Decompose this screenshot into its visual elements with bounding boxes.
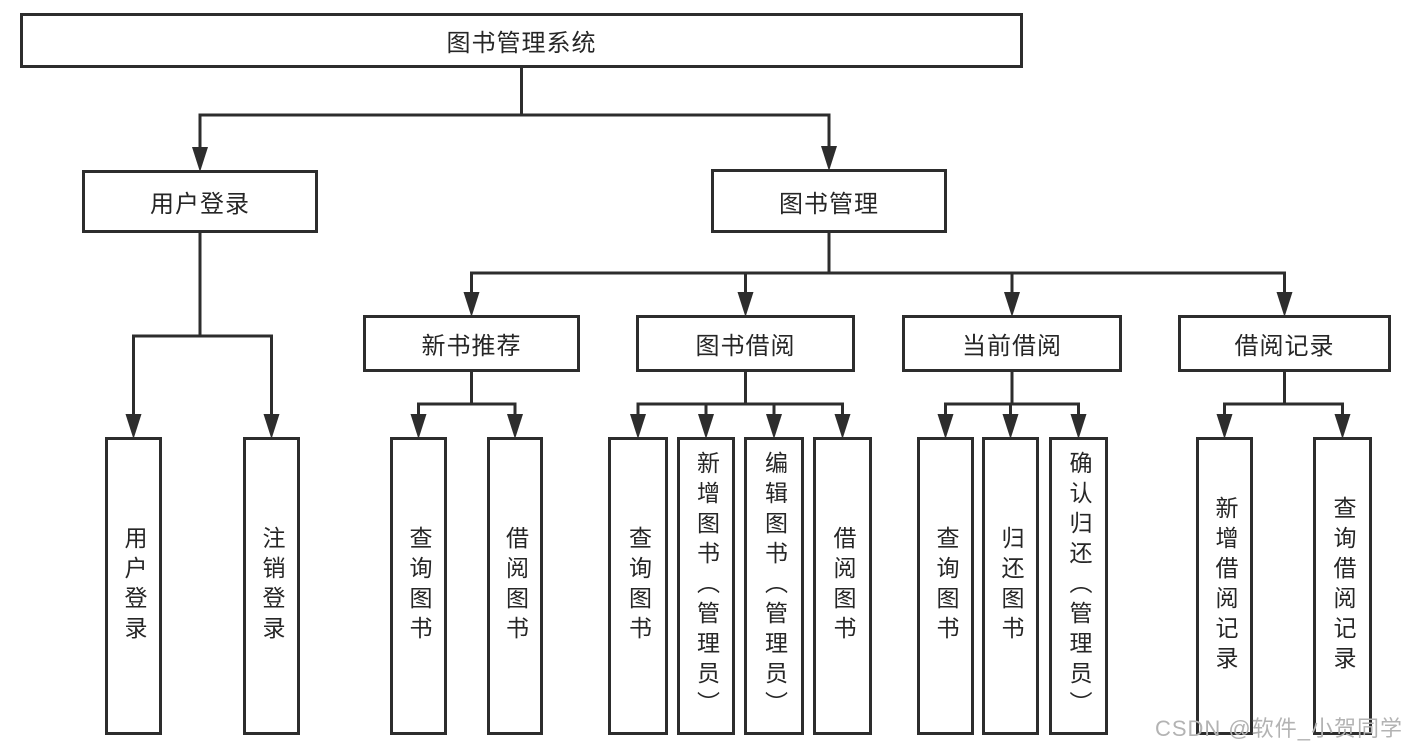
node-label-book-management: 图书管理 [779,190,879,218]
node-leaf-bb-edit-books: 编辑图书（管理员） [744,437,804,735]
arrowhead-down [821,146,837,171]
node-leaf-logout: 注销登录 [243,437,300,735]
arrowhead-down [1002,414,1019,439]
node-label-leaf-logout: 注销登录 [259,526,285,646]
arrowhead-down [192,147,208,172]
node-label-leaf-cb-confirm-return: 确认归还（管理员） [1066,451,1092,721]
node-label-leaf-cb-return-books: 归还图书 [998,526,1024,646]
node-label-leaf-user-login: 用户登录 [121,526,147,646]
arrowhead-down [737,292,754,317]
node-leaf-cb-confirm-return: 确认归还（管理员） [1049,437,1108,735]
arrowhead-down [507,414,523,439]
arrowhead-down [1070,414,1087,439]
arrowhead-down [698,414,714,439]
node-leaf-nbr-query-books: 查询图书 [390,437,447,735]
node-label-current-borrowing: 当前借阅 [962,333,1062,360]
node-label-leaf-bb-borrow-books: 借阅图书 [830,526,856,646]
arrowhead-down [1276,292,1293,317]
node-label-leaf-bb-add-books: 新增图书（管理员） [693,451,720,721]
node-book-borrowing: 图书借阅 [636,315,855,372]
node-leaf-bb-query-books: 查询图书 [608,437,668,735]
arrowhead-down [1334,414,1351,439]
node-label-new-book-recommend: 新书推荐 [421,333,522,360]
arrowhead-down [630,414,646,439]
node-leaf-cb-return-books: 归还图书 [982,437,1039,735]
node-label-leaf-bb-edit-books: 编辑图书（管理员） [761,451,788,721]
node-root: 图书管理系统 [20,13,1023,68]
node-label-leaf-nbr-query-books: 查询图书 [406,526,432,646]
arrowhead-down [766,414,782,439]
arrowhead-down [1216,414,1233,439]
node-label-leaf-cb-query-books: 查询图书 [933,526,959,646]
arrowhead-down [463,292,480,317]
node-leaf-bb-borrow-books: 借阅图书 [813,437,872,735]
arrowhead-down [937,414,954,439]
node-leaf-cb-query-books: 查询图书 [917,437,974,735]
arrowhead-down [834,414,851,439]
node-label-user-login: 用户登录 [150,191,250,218]
node-leaf-br-query-record: 查询借阅记录 [1313,437,1372,735]
arrowhead-down [1004,292,1020,317]
node-label-leaf-bb-query-books: 查询图书 [625,526,652,646]
node-borrowing-records: 借阅记录 [1178,315,1391,372]
node-leaf-br-add-record: 新增借阅记录 [1196,437,1253,735]
node-leaf-bb-add-books: 新增图书（管理员） [677,437,735,735]
node-label-root: 图书管理系统 [446,30,597,57]
node-current-borrowing: 当前借阅 [902,315,1122,372]
node-label-leaf-nbr-borrow-books: 借阅图书 [502,526,529,646]
node-label-leaf-br-add-record: 新增借阅记录 [1212,496,1238,676]
node-book-management: 图书管理 [711,169,947,233]
node-label-borrowing-records: 借阅记录 [1234,333,1335,360]
node-label-book-borrowing: 图书借阅 [695,333,796,360]
arrowhead-down [125,414,142,439]
node-leaf-nbr-borrow-books: 借阅图书 [487,437,543,735]
node-leaf-user-login: 用户登录 [105,437,162,735]
node-user-login: 用户登录 [82,170,318,233]
node-label-leaf-br-query-record: 查询借阅记录 [1330,496,1356,676]
node-new-book-recommend: 新书推荐 [363,315,580,372]
arrowhead-down [263,414,280,439]
arrowhead-down [410,414,427,439]
